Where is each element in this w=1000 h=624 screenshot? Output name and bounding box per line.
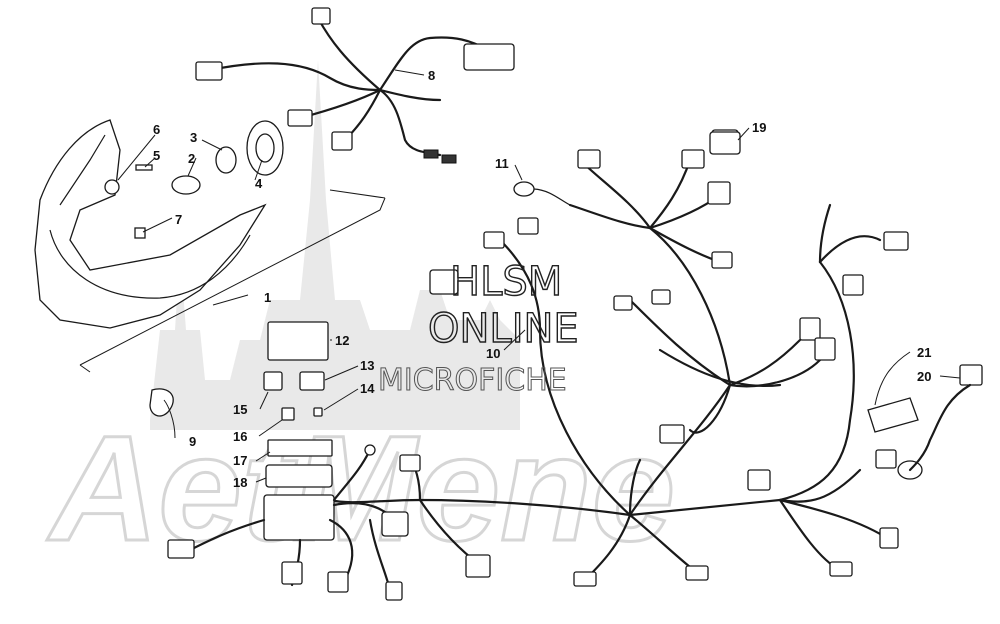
harness-upper [195, 7, 515, 164]
callout-4: 4 [255, 176, 263, 191]
callout-14: 14 [360, 381, 375, 396]
callout-2: 2 [188, 151, 195, 166]
callout-6: 6 [153, 122, 160, 137]
callout-8: 8 [428, 68, 435, 83]
callout-21: 21 [917, 345, 931, 360]
callout-5: 5 [153, 148, 160, 163]
site-watermark: HLSM ONLINE MICROFICHE [378, 258, 580, 398]
skyline-watermark [150, 60, 520, 430]
relay-fuse-parts [149, 321, 333, 488]
callout-20: 20 [917, 369, 931, 384]
callout-12: 12 [335, 333, 349, 348]
harness-left [167, 444, 409, 601]
headlight-assembly [34, 119, 386, 373]
callout-18: 18 [233, 475, 247, 490]
watermark-microfiche: MICROFICHE [378, 363, 567, 398]
harness-main [328, 129, 983, 587]
callout-16: 16 [233, 429, 247, 444]
brand-watermark: AetMene [46, 404, 675, 572]
leader-lines [117, 69, 961, 483]
callout-labels: 1 2 3 4 5 6 7 8 9 10 11 12 13 14 15 16 1… [153, 68, 931, 490]
callout-3: 3 [190, 130, 197, 145]
watermark-online: ONLINE [428, 306, 579, 352]
callout-13: 13 [360, 358, 374, 373]
callout-1: 1 [264, 290, 271, 305]
callout-19: 19 [752, 120, 766, 135]
callout-7: 7 [175, 212, 182, 227]
callout-10: 10 [486, 346, 500, 361]
callout-17: 17 [233, 453, 247, 468]
callout-9: 9 [189, 434, 196, 449]
watermark-hlsm: HLSM [450, 259, 562, 305]
sensor-parts [513, 131, 972, 472]
callout-15: 15 [233, 402, 247, 417]
callout-11: 11 [495, 156, 509, 171]
bulb-parts [104, 120, 284, 239]
